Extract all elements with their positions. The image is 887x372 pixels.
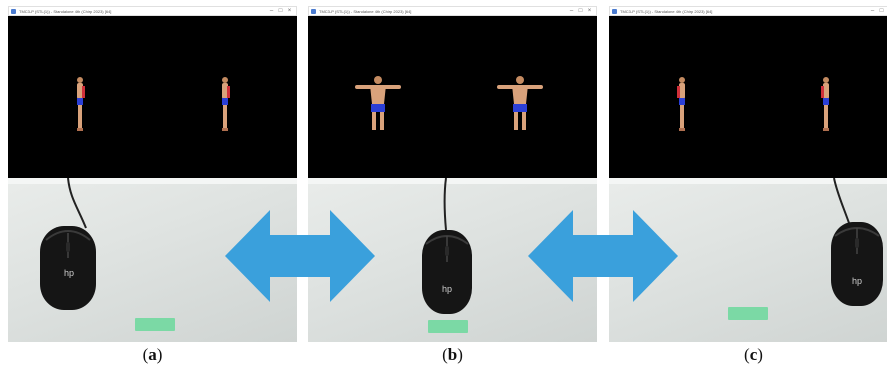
app-icon (612, 9, 617, 14)
window-title: TMC3-P (STL(1)) - Standalone 4th (Chirp … (19, 9, 112, 14)
mouse: hp (831, 222, 883, 306)
close-button[interactable]: × (287, 8, 292, 14)
avatar-figures (677, 77, 829, 131)
minimize-button[interactable]: – (569, 8, 574, 14)
hp-logo: hp (442, 284, 452, 294)
mouse-scene: hp (40, 178, 96, 310)
caption-b: (b) (442, 345, 463, 364)
hp-logo: hp (852, 276, 862, 286)
minimize-button[interactable]: – (269, 8, 274, 14)
avatar-figure-right (222, 77, 230, 131)
avatar-render-view (8, 16, 297, 178)
app-icon (311, 9, 316, 14)
window-title: TMC3-P (STL(1)) - Standalone 4th (Chirp … (620, 9, 713, 14)
maximize-button[interactable]: □ (578, 8, 583, 14)
avatar-figure-right (821, 77, 829, 131)
minimize-button[interactable]: – (870, 8, 875, 14)
avatar-figure-right (497, 76, 543, 130)
panel-c: TMC3-P (STL(1)) - Standalone 4th (Chirp … (609, 6, 887, 342)
maximize-button[interactable]: □ (879, 8, 884, 14)
mouse: hp (40, 226, 96, 310)
hp-logo: hp (64, 268, 74, 278)
double-headed-arrow-icon (225, 210, 375, 302)
avatar-figure-left (355, 76, 401, 130)
mouse-scene: hp (831, 178, 883, 306)
close-button[interactable]: × (587, 8, 592, 14)
mouse: hp (422, 230, 472, 314)
avatar-figures (355, 76, 543, 130)
avatar-figure-left (77, 77, 85, 131)
mouse-scene: hp (422, 178, 472, 314)
green-mat (135, 318, 175, 331)
caption-c: (c) (744, 345, 763, 364)
avatar-figures (77, 77, 230, 131)
green-mat (728, 307, 768, 320)
maximize-button[interactable]: □ (278, 8, 283, 14)
app-icon (11, 9, 16, 14)
window-titlebar: TMC3-P (STL(1)) - Standalone 4th (Chirp … (308, 6, 597, 16)
green-mat (428, 320, 468, 333)
window-title: TMC3-P (STL(1)) - Standalone 4th (Chirp … (319, 9, 412, 14)
window-titlebar: TMC3-P (STL(1)) - Standalone 4th (Chirp … (8, 6, 297, 16)
double-headed-arrow-icon (528, 210, 678, 302)
caption-a: (a) (142, 345, 163, 364)
avatar-render-view (609, 16, 887, 178)
avatar-figure-left (677, 77, 685, 131)
panel-b: TMC3-P (STL(1)) - Standalone 4th (Chirp … (308, 6, 597, 342)
window-titlebar: TMC3-P (STL(1)) - Standalone 4th (Chirp … (609, 6, 887, 16)
avatar-render-view (308, 16, 597, 178)
